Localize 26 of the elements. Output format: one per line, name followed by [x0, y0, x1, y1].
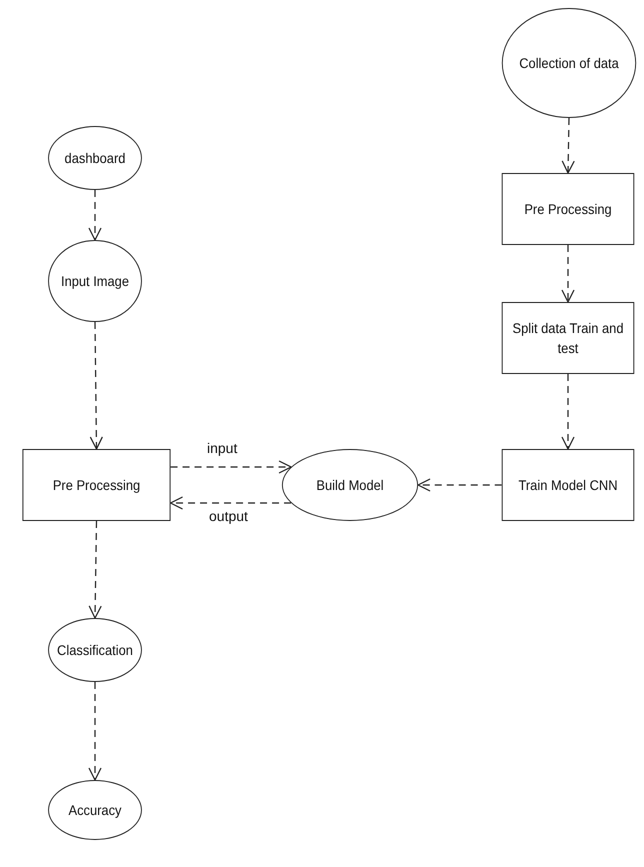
node-label: Classification — [57, 640, 133, 660]
node-label: Build Model — [316, 476, 384, 495]
node-label: Split data Train and test — [512, 318, 624, 358]
process-box — [22, 449, 171, 521]
edge-label: output — [207, 509, 250, 524]
process-box — [502, 449, 634, 521]
node-label: dashboard — [64, 148, 126, 168]
process-box — [502, 173, 634, 245]
node-label: Input Image — [61, 272, 129, 291]
dashed-arrow — [417, 478, 502, 492]
node-label: Pre Processing — [52, 476, 140, 495]
node-label: Accuracy — [68, 800, 122, 820]
dashed-arrow — [170, 496, 292, 510]
edge-label: input — [205, 441, 240, 456]
dashed-arrow — [170, 460, 292, 474]
dashed-arrow — [88, 682, 102, 781]
node-label: Pre Processing — [524, 200, 612, 219]
node-label: Train Model CNN — [518, 476, 618, 495]
dashed-arrow — [561, 245, 575, 303]
dashed-arrow — [88, 190, 102, 241]
dashed-arrow — [561, 374, 575, 450]
process-box — [502, 302, 634, 374]
dashed-arrow — [90, 322, 103, 450]
node-label: Collection of data — [519, 54, 619, 73]
dashed-arrow — [88, 520, 102, 619]
dashed-arrow — [562, 118, 575, 174]
